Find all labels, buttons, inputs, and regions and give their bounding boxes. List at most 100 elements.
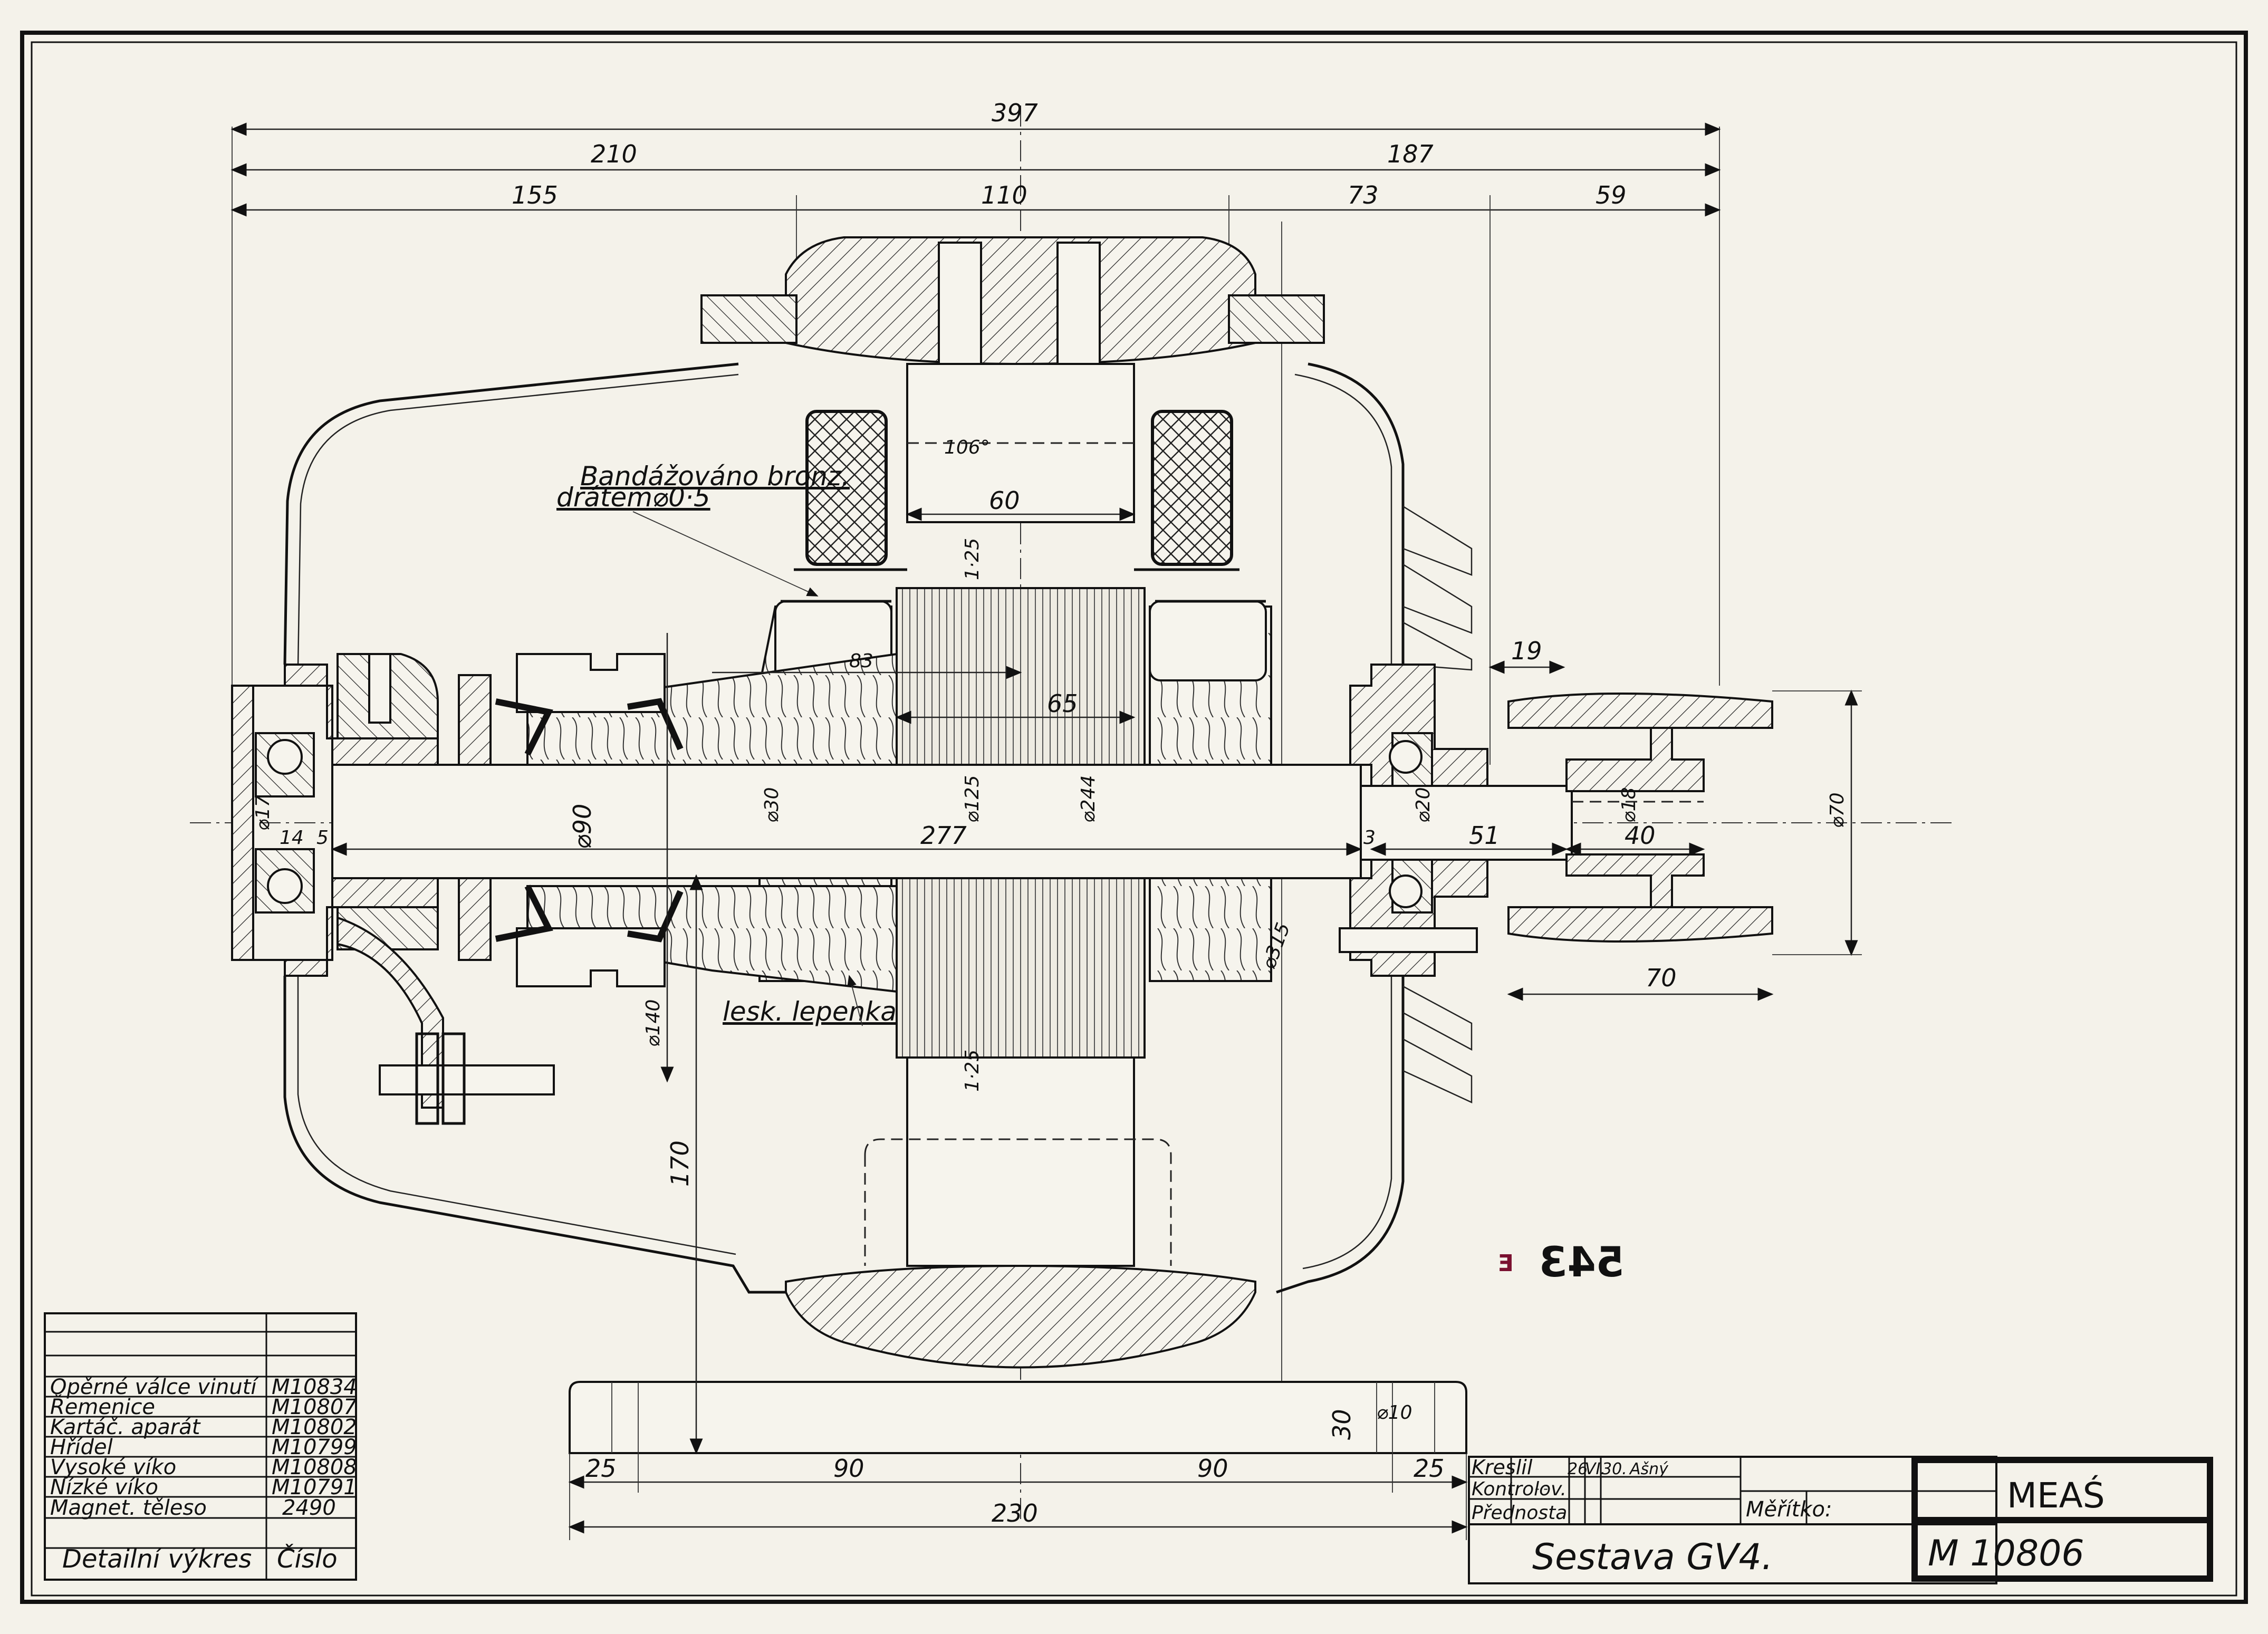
parts-list-row: Řemenice M10807	[50, 1394, 357, 1419]
dim-hole-10: ⌀10	[1377, 1402, 1412, 1424]
dim-right-part: 187	[1387, 140, 1434, 168]
dim-dia-125: ⌀125	[962, 775, 983, 823]
part-name: Opěrné válce vinutí	[50, 1375, 259, 1399]
stamp-number: 543	[1539, 1239, 1625, 1286]
base-foot	[569, 1381, 1467, 1454]
dim-pole-width: 60	[989, 486, 1020, 515]
dim-base-90-left: 90	[833, 1454, 864, 1483]
part-number: M10807	[272, 1395, 357, 1419]
dim-overall-length: 397	[992, 99, 1038, 127]
dim-110: 110	[981, 181, 1027, 209]
checked-label: Kontrolov.	[1472, 1478, 1567, 1500]
parts-header-number: Číslo	[277, 1544, 338, 1574]
part-name: Vysoké víko	[50, 1455, 176, 1479]
dim-dia-90: ⌀90	[568, 804, 597, 849]
dim-73: 73	[1348, 181, 1379, 209]
dim-dia-70: ⌀70	[1827, 793, 1848, 828]
dim-dia-244: ⌀244	[1078, 775, 1099, 823]
archive-stamp: 543	[1539, 1239, 1625, 1286]
cover-screw	[1339, 927, 1478, 953]
winding-head-right	[1149, 600, 1267, 681]
scale-label: Měřítko:	[1746, 1497, 1832, 1522]
part-number: M10791	[272, 1475, 357, 1500]
dim-14: 14	[280, 827, 304, 849]
sheet-border-outer	[20, 31, 2248, 1604]
drawing-title: Sestava GV4.	[1532, 1536, 1773, 1578]
field-coil-right	[1151, 410, 1233, 566]
company-name: MEAŚ	[2007, 1475, 2105, 1516]
shaft	[331, 764, 1362, 879]
drawn-signature: Ašný	[1629, 1460, 1669, 1478]
dim-40: 40	[1625, 821, 1656, 850]
terminal-bolt	[379, 1064, 555, 1095]
part-name: Magnet. těleso	[50, 1496, 207, 1520]
parts-list-row: Vysoké víko M10808	[50, 1455, 357, 1479]
parts-list-row: Magnet. těleso 2490	[50, 1496, 336, 1520]
magnet-housing	[283, 362, 1473, 1294]
dim-gap-bottom: 1·25	[962, 1050, 983, 1092]
top-pole-shoe	[785, 236, 1256, 366]
bearing-ball-lower-left	[267, 868, 303, 904]
parts-list-row: Opěrné válce vinutí M10834	[50, 1375, 357, 1399]
part-number: M10834	[272, 1375, 357, 1399]
part-name: Hřídel	[50, 1435, 113, 1459]
dim-dia-30: ⌀30	[761, 787, 783, 823]
stamp-prefix-group: E	[1498, 1250, 1514, 1277]
dim-3: 3	[1363, 827, 1376, 849]
drawing-number: M 10806	[1928, 1533, 2084, 1574]
sheet-border-inner	[31, 41, 2237, 1597]
drawn-date-year: 30.	[1602, 1460, 1627, 1478]
bearing-ball-lower-right	[1389, 874, 1423, 908]
parts-header-drawing: Detailní výkres	[62, 1544, 252, 1574]
dim-height-170: 170	[666, 1140, 694, 1187]
parts-list-table	[44, 1312, 357, 1581]
bottom-pole-core	[906, 1054, 1135, 1267]
note-pressboard-leader	[847, 975, 863, 1026]
part-number: M10799	[272, 1435, 357, 1459]
part-number: M10808	[272, 1455, 357, 1479]
dim-65: 65	[1047, 689, 1078, 718]
note-pressboard: lesk. lepenka	[723, 996, 897, 1027]
right-end-shield	[1339, 664, 1488, 977]
dim-pulley-width: 70	[1646, 964, 1677, 992]
note-banding-line1: Bandážováno bronz.	[580, 461, 850, 492]
dim-51: 51	[1469, 821, 1500, 850]
part-name: Nízké víko	[50, 1475, 158, 1500]
left-end-shield	[231, 653, 439, 977]
bearing-ball-upper-left	[267, 739, 303, 775]
title-block	[1468, 1456, 2213, 1584]
dim-5: 5	[316, 827, 329, 849]
part-number: 2490	[282, 1496, 336, 1520]
note-banding-leader	[632, 511, 819, 597]
note-banding-line2: drátem⌀0·5	[556, 482, 710, 513]
dim-shaft-277: 277	[920, 821, 967, 850]
dim-dia-140: ⌀140	[642, 999, 664, 1047]
dim-base-90-right: 90	[1197, 1454, 1228, 1483]
dim-dia-18: ⌀18	[1618, 787, 1640, 823]
dim-foot-30: 30	[1328, 1409, 1356, 1440]
bottom-pole-shoe	[785, 1264, 1256, 1369]
dim-left-part: 210	[591, 140, 637, 168]
top-flange-left	[700, 294, 797, 344]
dim-bearing-dia-left: ⌀17	[252, 795, 274, 831]
drawn-label: Kreslil	[1472, 1456, 1533, 1479]
checked-value: - -	[1535, 1481, 1548, 1496]
parts-list-row: Hřídel M10799	[50, 1435, 357, 1459]
stamp-prefix: E	[1498, 1250, 1514, 1277]
part-number: M10802	[272, 1415, 357, 1439]
dim-base-25-left: 25	[585, 1454, 617, 1483]
dim-angle: 106°	[944, 437, 990, 458]
dim-dia-20: ⌀20	[1412, 787, 1434, 823]
top-flange-right	[1228, 294, 1325, 344]
dim-gap-top: 1·25	[962, 538, 983, 580]
drawn-date-day: 26.	[1568, 1460, 1593, 1478]
dim-59: 59	[1596, 181, 1627, 209]
dim-base-25-right: 25	[1414, 1454, 1445, 1483]
head-label: Přednosta	[1472, 1502, 1567, 1524]
dim-155: 155	[512, 181, 558, 209]
pulley	[1507, 693, 1773, 943]
bottom-field-coil-hidden	[864, 1138, 1172, 1266]
bearing-ball-upper-right	[1389, 740, 1423, 774]
